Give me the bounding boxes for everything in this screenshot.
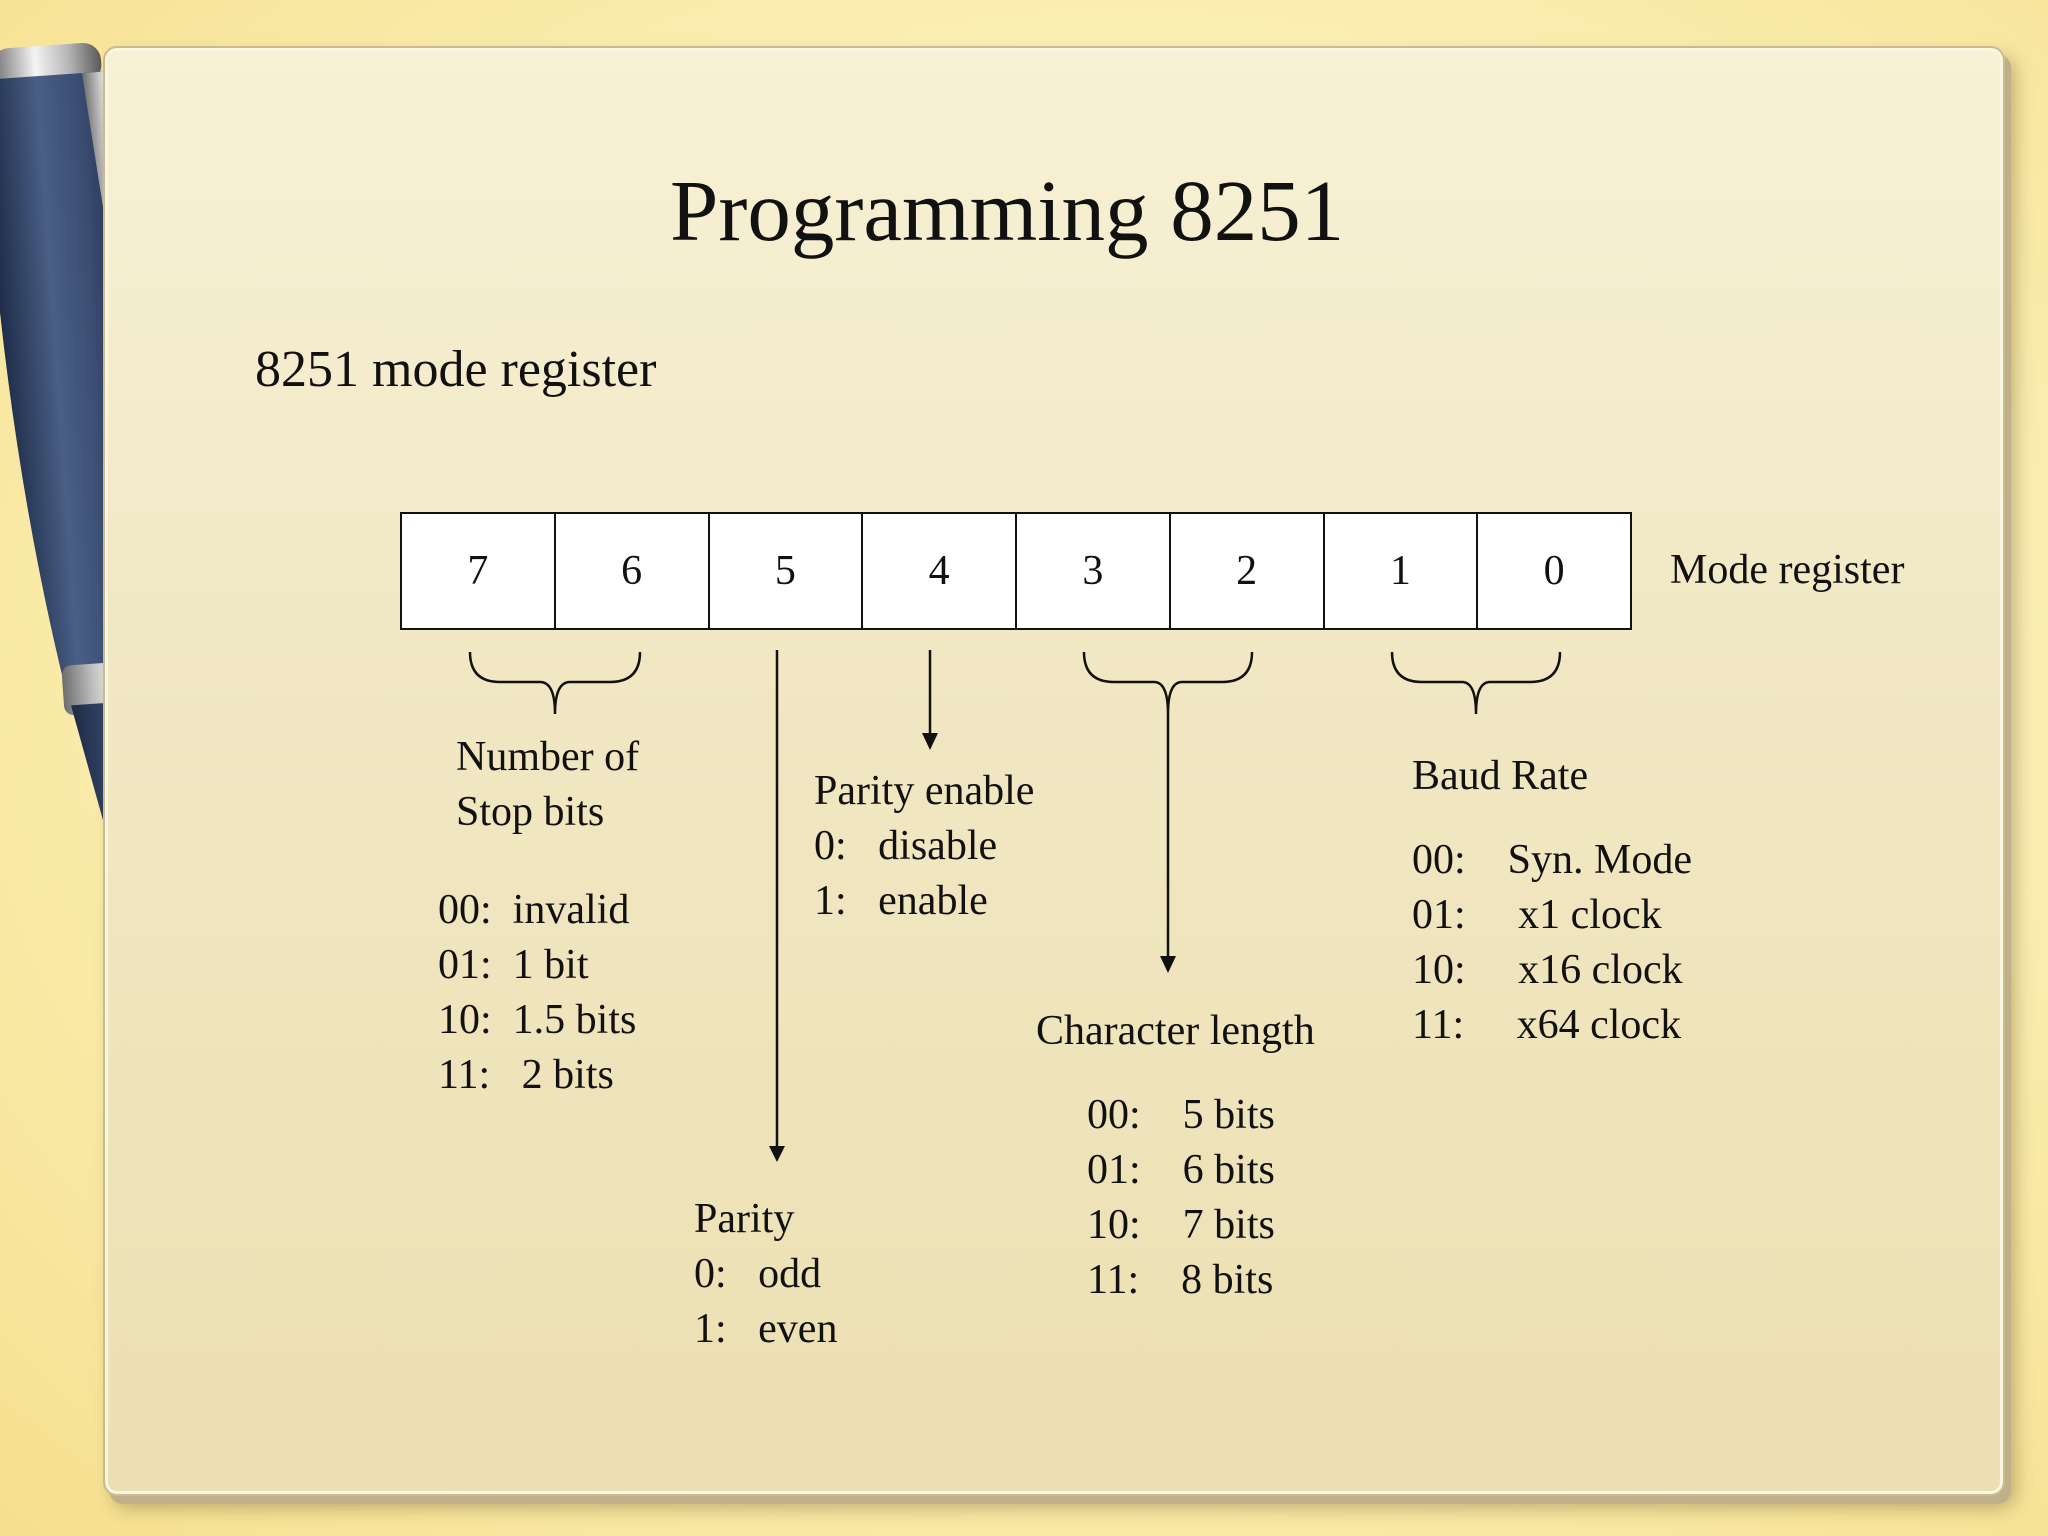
bit-cell-1: 1 [1322, 514, 1477, 628]
baud-rate-option: 00: Syn. Mode [1412, 837, 1693, 883]
bit-cell-2: 2 [1168, 514, 1323, 628]
bit-cell-5: 5 [707, 514, 862, 628]
parity-option: 0: odd [694, 1251, 822, 1297]
char-length-option: 01: 6 bits [1087, 1147, 1275, 1193]
slide-subtitle: 8251 mode register [255, 341, 657, 398]
parity-enable-option: 0: disable [814, 823, 998, 869]
parity-option: 1: even [694, 1306, 838, 1352]
arrowhead-char-length [1160, 956, 1176, 973]
char-length-heading: Character length [1036, 1008, 1315, 1054]
stop-bits-options: 00: invalid 01: 1 bit 10: 1.5 bits 11: 2… [438, 883, 636, 1103]
char-length-options: 00: 5 bits 01: 6 bits 10: 7 bits 11: 8 b… [1087, 1088, 1275, 1308]
stop-bits-option: 11: 2 bits [438, 1052, 614, 1098]
parity-enable-option: 1: enable [814, 878, 988, 924]
bit-cell-3: 3 [1015, 514, 1169, 628]
stop-bits-heading: Number of Stop bits [456, 730, 639, 840]
char-length-option: 10: 7 bits [1087, 1202, 1275, 1248]
brace-stop-bits [468, 651, 642, 715]
arrowhead-parity-enable [922, 733, 938, 750]
mode-register-boxes: 7 6 5 4 3 2 1 0 [400, 512, 1632, 630]
char-length-option: 11: 8 bits [1087, 1257, 1274, 1303]
bit-cell-6: 6 [553, 514, 708, 628]
stop-bits-heading-line1: Number of [456, 734, 640, 780]
parity-enable-block: Parity enable 0: disable 1: enable [814, 764, 1034, 929]
brace-baud-rate [1390, 651, 1562, 715]
brace-char-length [1082, 651, 1254, 715]
bit-cell-0: 0 [1476, 514, 1630, 628]
slide-title: Programming 8251 [670, 162, 1345, 259]
stop-bits-heading-line2: Stop bits [456, 789, 605, 835]
bit-cell-7: 7 [467, 548, 489, 594]
stop-bits-option: 01: 1 bit [438, 942, 589, 988]
slide-card [103, 46, 2005, 1496]
bit-cell-4: 4 [861, 514, 1015, 628]
parity-heading: Parity [694, 1196, 795, 1242]
arrowhead-parity [769, 1146, 785, 1162]
parity-block: Parity 0: odd 1: even [694, 1192, 837, 1357]
baud-rate-option: 01: x1 clock [1412, 892, 1662, 938]
stop-bits-option: 10: 1.5 bits [438, 997, 637, 1043]
parity-enable-heading: Parity enable [814, 768, 1035, 814]
char-length-option: 00: 5 bits [1087, 1092, 1275, 1138]
stop-bits-option: 00: invalid [438, 887, 630, 933]
baud-rate-option: 10: x16 clock [1412, 947, 1683, 993]
mode-register-label: Mode register [1670, 547, 1905, 593]
baud-rate-heading: Baud Rate [1412, 753, 1589, 799]
baud-rate-options: 00: Syn. Mode 01: x1 clock 10: x16 clock… [1412, 833, 1692, 1053]
baud-rate-option: 11: x64 clock [1412, 1002, 1682, 1048]
